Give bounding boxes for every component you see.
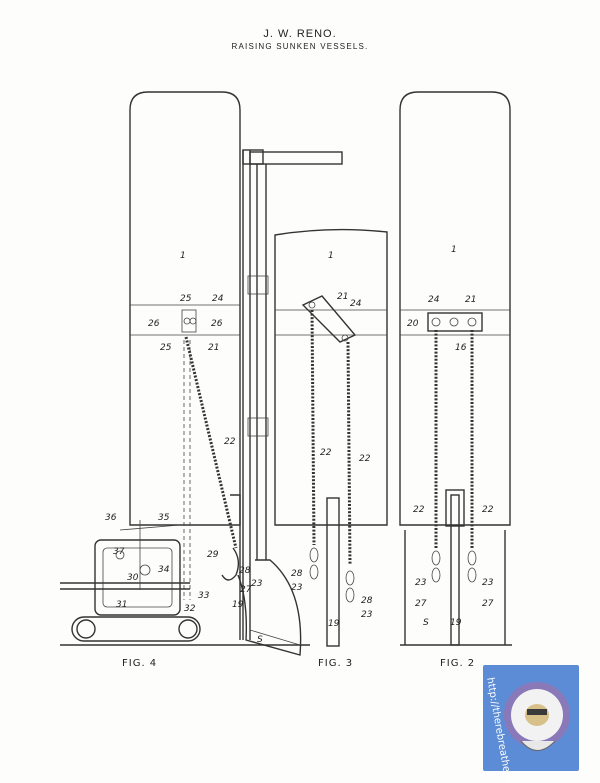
- label-35: 35: [158, 513, 170, 523]
- label-22-fig3b: 22: [359, 454, 371, 464]
- label-28-fig3b: 28: [361, 596, 373, 606]
- label-19: 19: [232, 600, 244, 610]
- label-25: 25: [180, 294, 192, 304]
- fig2-drawing: [399, 91, 512, 646]
- reference-numerals: 1 1 1 25 24 26 26 25 21 22 23 28 27 19 S…: [105, 245, 494, 645]
- label-24-fig3: 24: [350, 299, 362, 309]
- label-23-fig2a: 23: [415, 578, 427, 588]
- label-27-fig2b: 27: [482, 599, 494, 609]
- label-20-fig2: 20: [407, 319, 419, 329]
- label-26b: 26: [211, 319, 223, 329]
- label-28-fig3: 28: [291, 569, 303, 579]
- label-33: 33: [198, 591, 210, 601]
- label-19-fig2: 19: [450, 618, 462, 628]
- caption-fig2: FIG. 2: [440, 658, 475, 669]
- label-30: 30: [127, 573, 139, 583]
- label-23-fig3b: 23: [361, 610, 373, 620]
- track: [71, 616, 201, 642]
- rope-22-fig4: [184, 336, 238, 549]
- label-26: 26: [148, 319, 160, 329]
- fig4-drawing: [60, 91, 343, 656]
- label-29: 29: [207, 550, 219, 560]
- label-25b: 25: [160, 343, 172, 353]
- label-1-fig2: 1: [451, 245, 457, 255]
- patent-title: RAISING SUNKEN VESSELS.: [231, 42, 369, 51]
- label-22: 22: [224, 437, 236, 447]
- label-1-fig3: 1: [328, 251, 334, 261]
- label-22-fig3a: 22: [320, 448, 332, 458]
- label-21-fig3: 21: [337, 292, 348, 302]
- label-24-fig2: 24: [428, 295, 440, 305]
- label-32: 32: [184, 604, 196, 614]
- label-21-fig2: 21: [465, 295, 476, 305]
- label-34: 34: [158, 565, 170, 575]
- pontoon-fig4: [129, 91, 241, 526]
- label-36: 36: [105, 513, 117, 523]
- label-21: 21: [208, 343, 219, 353]
- caption-fig4: FIG. 4: [122, 658, 157, 669]
- watermark-badge: http://therebreathersite.nl: [483, 665, 579, 783]
- label-23: 23: [251, 579, 263, 589]
- label-24: 24: [212, 294, 224, 304]
- label-16-fig2: 16: [455, 343, 467, 353]
- label-1-fig4: 1: [180, 251, 186, 261]
- label-s-fig2: S: [423, 618, 429, 628]
- label-27-fig2a: 27: [415, 599, 427, 609]
- label-27: 27: [240, 585, 252, 595]
- winch-housing: [94, 539, 181, 616]
- pontoon-fig3: [274, 228, 388, 526]
- clamp-fig3: [301, 295, 357, 343]
- label-22-fig2a: 22: [413, 505, 425, 515]
- diver-helmet-icon: [504, 682, 570, 751]
- label-37: 37: [113, 547, 125, 557]
- label-19-fig3: 19: [328, 619, 340, 629]
- pontoon-fig2: [399, 91, 511, 526]
- label-s-fig4: S: [257, 635, 263, 645]
- label-31: 31: [116, 600, 127, 610]
- label-23-fig3: 23: [291, 583, 303, 593]
- fig3-drawing: [274, 228, 388, 647]
- label-23-fig2b: 23: [482, 578, 494, 588]
- post-19-fig3: [326, 497, 340, 647]
- figure-captions: FIG. 4 FIG. 3 FIG. 2: [122, 658, 475, 669]
- label-28: 28: [239, 566, 251, 576]
- label-22-fig2b: 22: [482, 505, 494, 515]
- inventor-name: J. W. RENO.: [263, 28, 337, 40]
- caption-fig3: FIG. 3: [318, 658, 353, 669]
